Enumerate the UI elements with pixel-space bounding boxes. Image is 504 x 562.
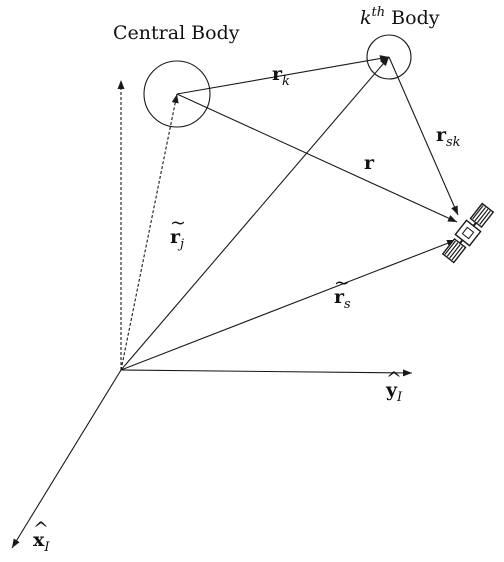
label-y-axis-hat: ^ [386, 368, 402, 390]
label-r-j-hat: ~ [170, 212, 186, 234]
kth-body-label: kth Body [360, 5, 440, 29]
label-y-axis: yI [385, 379, 403, 405]
vector-r-j [120, 93, 179, 371]
label-r-j-sub: j [177, 237, 184, 252]
vector-r-k [176, 55, 390, 95]
label-r-j-base: r [170, 226, 181, 248]
label-r-s: rs [334, 286, 351, 312]
label-r-k-sub: k [282, 74, 290, 89]
label-x-axis: xI [33, 529, 50, 555]
label-r-s-hat: ~ [334, 272, 350, 294]
kth-body-circle [366, 34, 412, 80]
vector-r-sk [388, 56, 459, 216]
label-r-sk: rsk [436, 124, 461, 150]
kth-body-label-base: k [360, 7, 372, 29]
kth-body-label-suffix: Body [385, 7, 440, 29]
y-axis-line [120, 369, 413, 377]
vector-r-s [120, 239, 457, 371]
label-y-axis-base: y [385, 379, 398, 401]
label-r: r [364, 152, 375, 174]
label-r-k-base: r [272, 63, 283, 85]
label-r-sk-sub: sk [446, 135, 461, 150]
label-r-s-base: r [334, 286, 345, 308]
label-r-s-sub: s [344, 297, 351, 312]
kth-body-label-sup: th [372, 5, 386, 20]
label-r-sk-base: r [436, 124, 447, 146]
x-axis-line [11, 369, 122, 549]
solar-panel-left [441, 237, 467, 264]
label-x-axis-base: x [33, 529, 45, 551]
label-r-k: rk [272, 63, 290, 89]
central-body-circle [143, 60, 211, 128]
vector-r [176, 93, 458, 223]
central-body-label: Central Body [113, 22, 240, 44]
vector-origin-to-kth [120, 56, 390, 371]
label-r-j: rj [170, 226, 184, 252]
solar-panel-right [469, 202, 495, 229]
label-x-axis-sub: I [43, 540, 50, 555]
label-y-axis-sub: I [396, 390, 403, 405]
spacecraft-icon [441, 202, 495, 264]
label-x-axis-hat: ^ [33, 518, 49, 540]
